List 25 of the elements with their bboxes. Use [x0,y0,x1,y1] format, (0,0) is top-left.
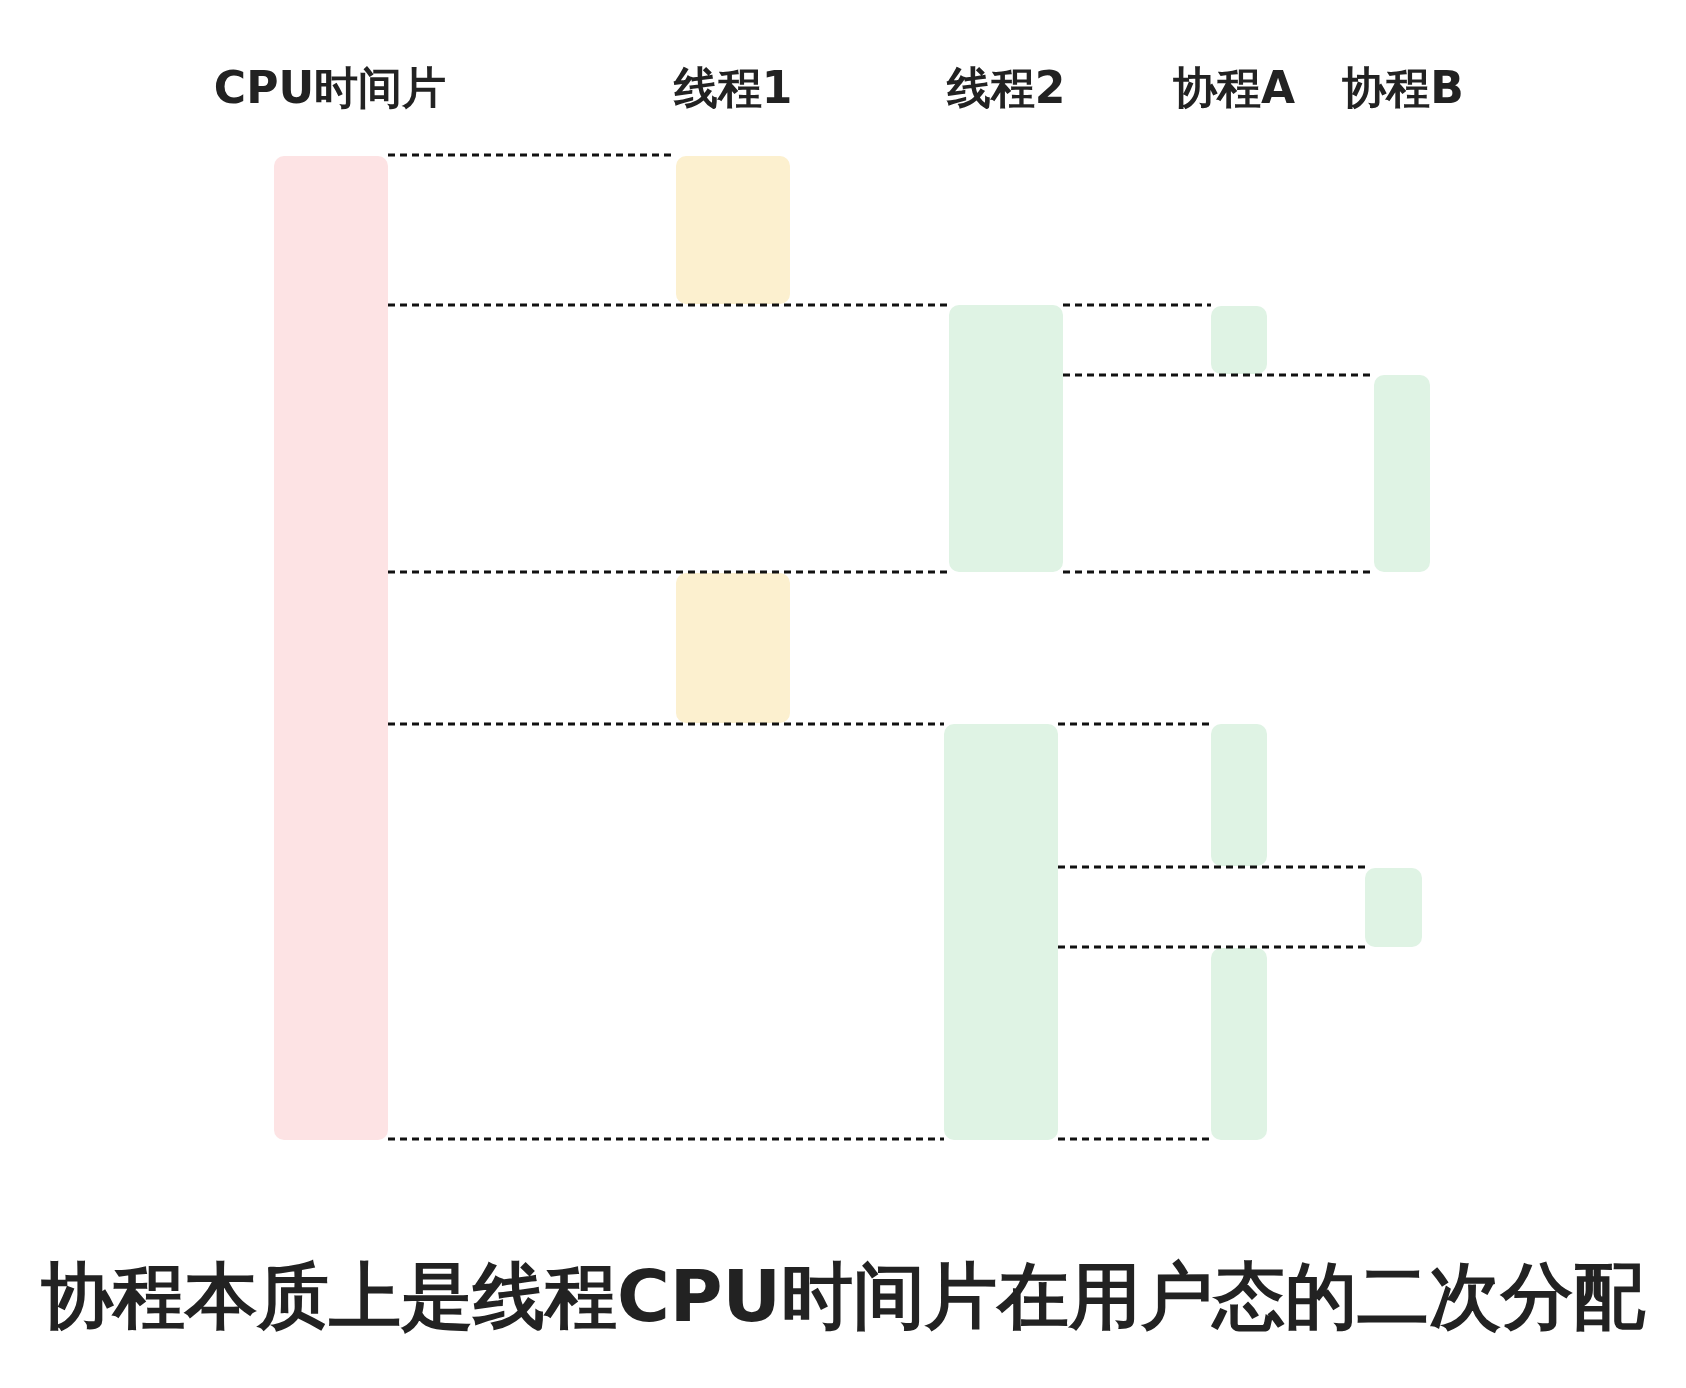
time-slice-bar [944,724,1058,1140]
column-header: 协程B [1342,66,1464,110]
dashed-line [388,1137,944,1141]
time-slice-bar [1211,306,1267,374]
dashed-line [388,303,949,307]
column-header: 线程1 [673,66,793,110]
time-slice-bar [676,156,790,304]
caption: 协程本质上是线程CPU时间片在用户态的二次分配 [40,1260,1646,1332]
time-slice-bar [1365,868,1422,947]
dashed-line [388,570,949,574]
time-slice-bar [676,573,790,723]
dashed-line [1058,945,1365,949]
time-slice-bar [1211,948,1267,1140]
time-slice-bar [274,156,388,1140]
column-header: CPU时间片 [213,66,447,110]
dashed-line [1058,1137,1211,1141]
dashed-line [388,722,944,726]
time-slice-bar [1211,724,1267,866]
time-slice-bar [1374,375,1430,572]
dashed-line [1058,865,1365,869]
column-header: 协程A [1172,66,1296,110]
dashed-line [1058,722,1211,726]
dashed-line [1063,303,1211,307]
time-slice-bar [949,305,1063,572]
column-header: 线程2 [946,66,1066,110]
